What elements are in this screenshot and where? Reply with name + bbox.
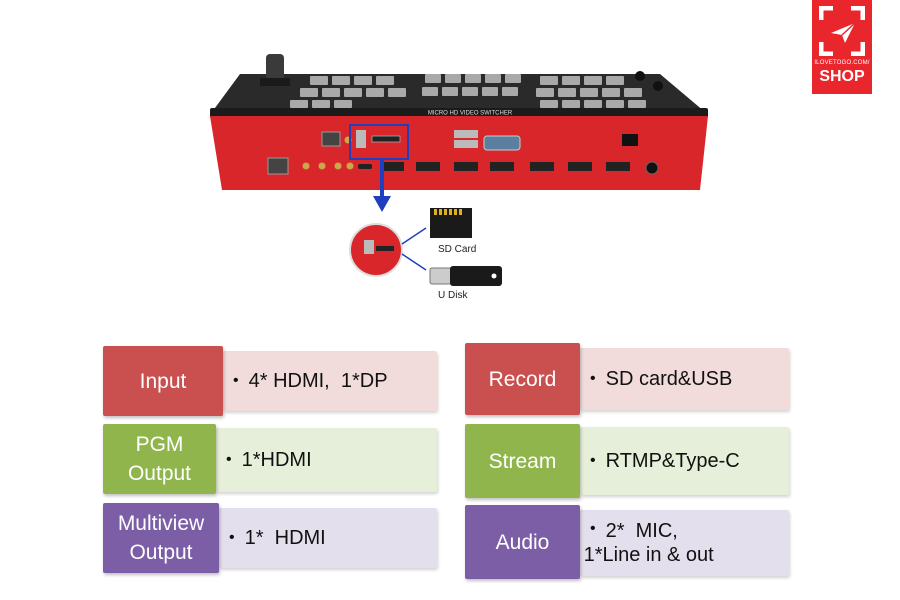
pgm-output-value: •1*HDMI — [216, 428, 437, 492]
button-grid — [290, 74, 646, 108]
storage-diagram — [349, 208, 502, 286]
shop-logo: ILOVETOGO.COM/ SHOP — [812, 0, 872, 94]
device-front-panel — [210, 116, 708, 190]
pgm-label-line2: Output — [127, 462, 192, 485]
stream-label: Stream — [465, 424, 580, 498]
u-disk-label: U Disk — [438, 290, 468, 301]
input-label: Input — [103, 346, 223, 416]
video-switcher-device: MICRO HD VIDEO SWITCHER — [210, 54, 708, 190]
pgm-output-label: PGM Output — [103, 424, 216, 494]
pgm-label-line1: PGM — [135, 433, 184, 456]
u-disk-icon — [429, 266, 502, 286]
audio-value-line1: 2* MIC, — [605, 520, 678, 542]
input-value: •4* HDMI, 1*DP — [223, 351, 437, 411]
t-bar-handle — [266, 54, 284, 80]
stream-value: •RTMP&Type-C — [580, 427, 789, 495]
multiview-label-line1: Multiview — [117, 512, 205, 535]
audio-value-line2: 1*Line in & out — [583, 544, 714, 566]
record-value: •SD card&USB — [580, 348, 789, 410]
multiview-label-line2: Output — [129, 541, 193, 564]
audio-value: • 2* MIC, 1*Line in & out — [580, 510, 789, 576]
down-arrow-icon — [373, 158, 391, 212]
device-ports — [267, 130, 659, 175]
record-label: Record — [465, 343, 580, 415]
record-port-highlight — [349, 124, 409, 160]
multiview-output-label: Multiview Output — [103, 503, 219, 573]
audio-label: Audio — [465, 505, 580, 579]
multiview-output-value: •1* HDMI — [219, 508, 437, 568]
logo-small-text: ILOVETOGO.COM/ — [814, 60, 870, 66]
sd-card-icon — [430, 208, 472, 238]
logo-mark-icon — [819, 6, 865, 56]
device-model-text: MICRO HD VIDEO SWITCHER — [428, 111, 513, 117]
logo-shop-text: SHOP — [819, 68, 865, 85]
sd-card-label: SD Card — [438, 244, 477, 255]
